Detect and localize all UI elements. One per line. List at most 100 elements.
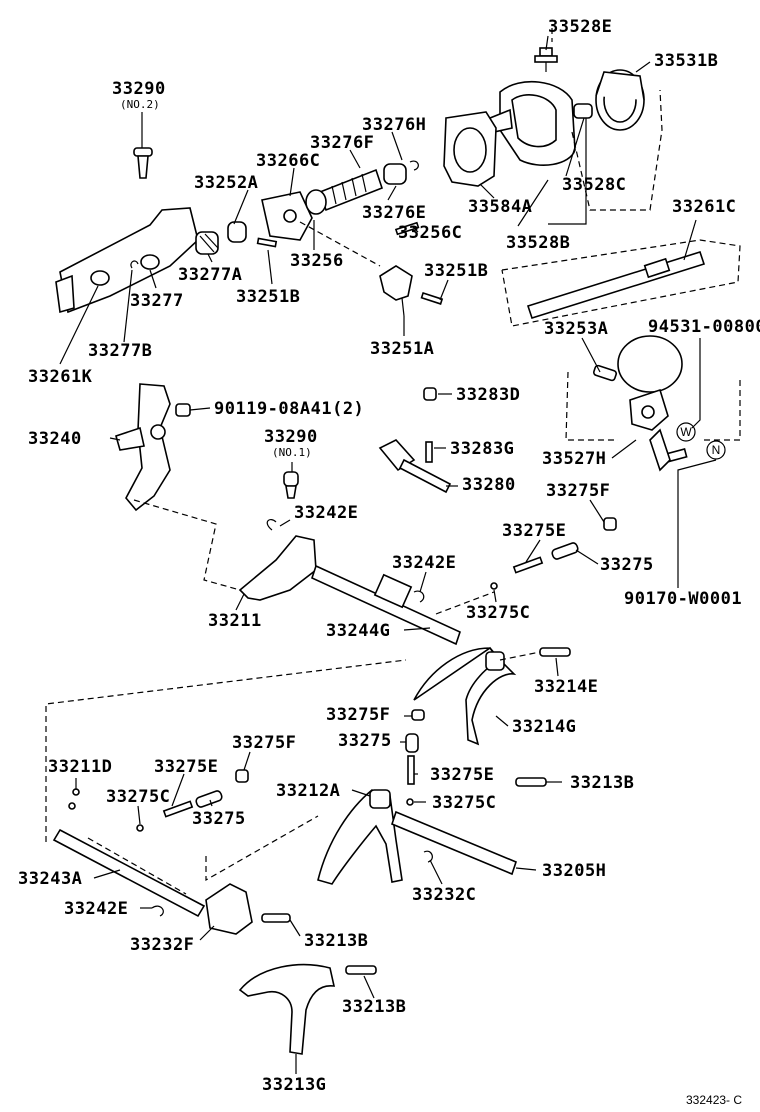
label-90119-08a41: 90119-08A41(2) [214,399,364,419]
label-33528e: 33528E [548,17,612,37]
label-33275f-left: 33275F [232,733,296,753]
label-33232f: 33232F [130,935,194,955]
label-33283g: 33283G [450,439,514,459]
label-33242e-a: 33242E [294,503,358,523]
label-33213b-c: 33213B [342,997,406,1017]
spring-33277a [195,231,219,255]
label-33213g: 33213G [262,1075,326,1095]
bolt-33213b-b [261,913,291,923]
marker-w-label: W [680,425,692,439]
label-33290-mid-sub: (NO.1) [272,446,312,459]
guide-line [499,651,541,661]
label-33275e-right: 33275E [502,521,566,541]
label-33528b: 33528B [506,233,570,253]
label-33290-top-sub: (NO.2) [120,98,160,111]
label-33275c-b: 33275C [432,793,496,813]
leader-lines [59,35,717,1074]
guide-line [87,837,187,895]
guide-line [299,221,381,267]
guide-line [571,89,663,211]
label-33276f: 33276F [310,133,374,153]
label-33256c: 33256C [398,223,462,243]
label-33261c: 33261C [672,197,736,217]
label-33275f-mid: 33275F [326,705,390,725]
ball-33211d-2 [68,802,76,810]
label-33214e: 33214E [534,677,598,697]
label-33275-right: 33275 [600,555,654,575]
label-33290-top: 33290 [112,79,166,99]
ball-33275c-l [136,824,144,832]
plug-33276e [383,163,407,185]
label-33205h: 33205H [542,861,606,881]
clip-33232c [423,850,433,863]
label-33214g: 33214G [512,717,576,737]
seal-33531b [595,69,645,131]
guide-line [133,499,241,591]
shaft-33280 [378,439,452,494]
guide-line [435,591,495,615]
shaft-33261c [526,251,706,319]
guide-line [45,659,407,842]
label-33251a: 33251A [370,339,434,359]
gasket-33584a [443,111,497,187]
plug-33275f-l [235,769,249,783]
marker-n-label: N [712,443,721,457]
label-33275-left: 33275 [192,809,246,829]
bolt-33290-no1 [283,471,299,487]
label-33528c: 33528C [562,175,626,195]
cap-33277 [140,254,160,270]
label-33213b-a: 33213B [570,773,634,793]
guide-line [205,815,319,882]
label-33232c: 33232C [412,885,476,905]
label-33242e-b: 33242E [392,553,456,573]
guide-line [565,371,618,441]
label-33584a: 33584A [468,197,532,217]
bolt-33213b-a [515,777,547,787]
label-33240: 33240 [28,429,82,449]
plug-33252a [227,221,247,243]
ball-33275c-b [406,798,414,806]
lever-33251a [379,265,413,317]
label-33275-mid: 33275 [338,731,392,751]
selector-block-33266c [261,191,313,241]
fork-33213g [238,963,336,1055]
pin-33275-r [551,542,579,560]
label-33275e-left: 33275E [154,757,218,777]
ball-33275c-a [490,582,498,590]
label-33253a: 33253A [544,319,608,339]
label-33280: 33280 [462,475,516,495]
label-33242e-c: 33242E [64,899,128,919]
spring-33276f [305,168,383,215]
label-33261k: 33261K [28,367,93,387]
label-33277a: 33277A [178,265,242,285]
pin-33256c [394,221,420,236]
clip-33242e-c [151,905,164,917]
lever-33240 [115,383,171,512]
label-33266c: 33266C [256,151,320,171]
housing-33528b [489,80,576,166]
bolt-33214e [539,647,571,657]
shaft-33205h [391,810,517,876]
label-33211d: 33211D [48,757,112,777]
pin-33275-l [195,790,223,808]
plug-33283d [423,387,437,401]
lever-33232f [205,883,253,935]
plug-33275f-r [603,517,617,531]
label-33251b-right: 33251B [424,261,488,281]
bolt-90119 [175,403,191,417]
label-33243a: 33243A [18,869,82,889]
clip-33242e-a [266,518,277,531]
pin-33253a [592,364,618,382]
label-33290-mid: 33290 [264,427,318,447]
pin-33251b [256,237,278,248]
plug-33275f-m [411,709,425,721]
label-33283d: 33283D [456,385,520,405]
label-33244g: 33244G [326,621,390,641]
pin-33251b-r [420,291,444,305]
lever-33527h [617,335,688,472]
clip-33242e-b [413,590,425,603]
ring-33276h [409,160,419,171]
clip-33277b [130,260,139,269]
